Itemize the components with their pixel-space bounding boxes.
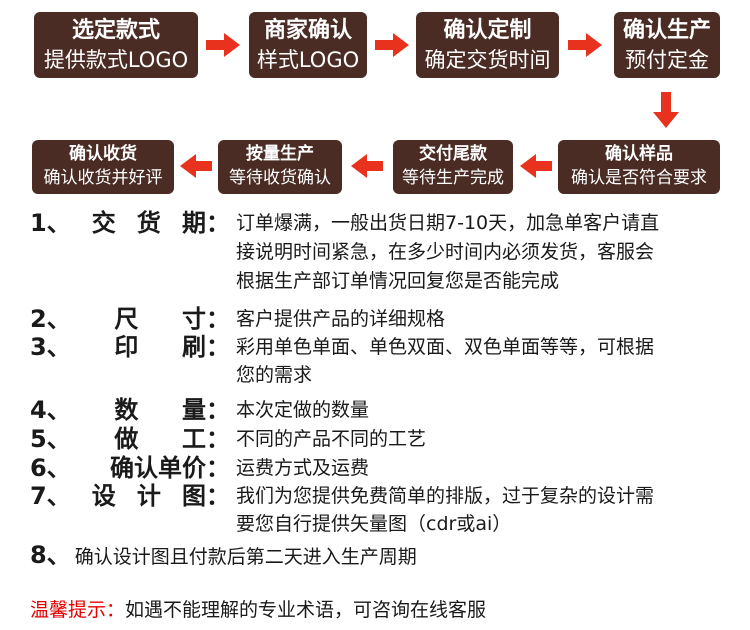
flow-step-subtitle: 样式LOGO [256,47,360,72]
detail-label: 5、 做 工 [30,425,206,453]
flow-step-subtitle: 预付定金 [625,47,709,72]
arrow-right-icon [568,33,602,57]
arrow-right-icon [206,33,240,57]
detail-item-size: 2、 尺 寸 ： 客户提供产品的详细规格 [30,305,730,333]
detail-colon: ： [206,425,230,453]
detail-value: 运费方式及运费 [236,457,370,479]
detail-colon: ： [206,396,230,424]
detail-item-design: 7、 设 计 图 ： 我们为您提供免费简单的排版，过于复杂的设计需 要您自行提供… [30,482,730,538]
detail-value: 彩用单色单面、单色双面、双色单面等等，可根据 您的需求 [236,336,655,386]
flow-step-title: 商家确认 [263,18,352,44]
detail-label: 4、 数 量 [30,396,206,424]
detail-item-craft: 5、 做 工 ： 不同的产品不同的工艺 [30,425,730,453]
detail-item-delivery: 1、 交 货 期 ： 订单爆满，一般出货日期7-10天，加急单客户请直 接说明时… [30,209,730,296]
detail-label: 3、 印 刷 [30,333,206,361]
flow-step-title: 确认收货 [69,144,137,165]
detail-number: 8、 [30,541,71,569]
detail-label: 6、 确认单价 [30,454,206,482]
tip-label: 温馨提示： [30,599,126,621]
flow-step-subtitle: 等待生产完成 [402,168,504,188]
flow-step-8: 确认收货 确认收货并好评 [32,140,174,194]
detail-colon: ： [206,305,230,333]
detail-item-printing: 3、 印 刷 ： 彩用单色单面、单色双面、双色单面等等，可根据 您的需求 [30,333,730,389]
detail-label: 7、 设 计 图 [30,482,206,510]
flow-step-5: 确认样品 确认是否符合要求 [558,140,720,194]
detail-colon: ： [206,454,230,482]
detail-item-price: 6、 确认单价 ： 运费方式及运费 [30,454,730,482]
flow-step-title: 确认生产 [622,18,711,44]
flow-step-title: 确认样品 [605,144,673,165]
arrow-left-icon [351,154,383,178]
flow-step-title: 交付尾款 [419,144,487,165]
flow-step-4: 确认生产 预付定金 [614,12,720,78]
detail-colon: ： [206,333,230,361]
detail-label: 2、 尺 寸 [30,305,206,333]
flow-step-subtitle: 等待收货确认 [229,168,331,188]
flow-step-subtitle: 确定交货时间 [424,47,551,72]
detail-value: 客户提供产品的详细规格 [236,308,446,330]
arrow-left-icon [180,154,212,178]
flow-step-2: 商家确认 样式LOGO [249,12,367,78]
flow-step-title: 选定款式 [71,18,160,44]
detail-value: 本次定做的数量 [236,399,370,421]
detail-item-quantity: 4、 数 量 ： 本次定做的数量 [30,396,730,424]
flow-step-3: 确认定制 确定交货时间 [416,12,559,78]
flow-step-6: 交付尾款 等待生产完成 [393,140,513,194]
flow-step-subtitle: 提供款式LOGO [43,47,189,72]
detail-value: 订单爆满，一般出货日期7-10天，加急单客户请直 接说明时间紧急，在多少时间内必… [236,212,660,292]
detail-value: 确认设计图且付款后第二天进入生产周期 [74,546,417,568]
flow-step-title: 按量生产 [246,144,314,165]
flow-step-title: 确认定制 [443,18,532,44]
detail-item-8: 8、确认设计图且付款后第二天进入生产周期 [30,540,417,572]
flow-step-subtitle: 确认收货并好评 [43,168,163,188]
flow-step-7: 按量生产 等待收货确认 [218,140,342,194]
detail-colon: ： [206,482,230,510]
detail-label: 1、 交 货 期 [30,209,206,237]
detail-value: 我们为您提供免费简单的排版，过于复杂的设计需 要您自行提供矢量图（cdr或ai） [236,485,655,535]
arrow-right-icon [375,33,409,57]
flow-step-1: 选定款式 提供款式LOGO [34,12,198,78]
tip-text: 如遇不能理解的专业术语，可咨询在线客服 [125,599,487,621]
warm-tip: 温馨提示：如遇不能理解的专业术语，可咨询在线客服 [30,596,486,624]
flow-step-subtitle: 确认是否符合要求 [571,168,707,188]
arrow-left-icon [520,154,552,178]
detail-value: 不同的产品不同的工艺 [236,428,427,450]
arrow-down-icon [653,92,679,128]
detail-colon: ： [206,209,230,237]
